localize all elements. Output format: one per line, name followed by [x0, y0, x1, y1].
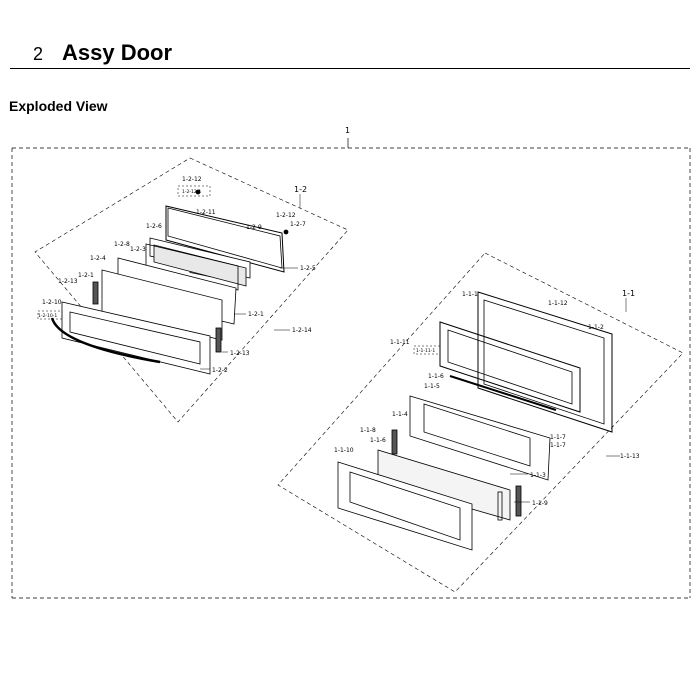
label-upper-door-assy: 1-2 — [294, 185, 307, 194]
label-1-2-4: 1-2-4 — [90, 255, 106, 262]
label-1-1-6-a: 1-1-6 — [428, 373, 444, 380]
leader-lines — [37, 185, 627, 503]
upper-outer-door — [61, 301, 211, 375]
label-1-2-5: 1-2-5 — [300, 265, 316, 272]
label-1-1-12: 1-1-12 — [548, 300, 568, 307]
label-1-2-12-top: 1-2-12 — [182, 176, 202, 183]
label-1-2-1-b: 1-2-1 — [248, 311, 264, 318]
label-assembly: 1 — [345, 126, 350, 135]
label-1-1-13: 1-1-13 — [620, 453, 640, 460]
lower-door-parts — [337, 291, 613, 551]
lower-outer-door — [337, 461, 473, 551]
assembly-frame — [11, 138, 691, 599]
label-1-2-6-a: 1-2-6 — [146, 223, 162, 230]
label-1-2-7: 1-2-7 — [290, 221, 306, 228]
label-1-2-11: 1-2-11 — [196, 209, 216, 216]
label-1-1-10: 1-1-10 — [334, 447, 354, 454]
label-1-1-6-b: 1-1-6 — [370, 437, 386, 444]
upper-door-parts — [50, 189, 289, 375]
label-lower-door-assy: 1-1 — [622, 289, 635, 298]
label-1-2-1-a: 1-2-1 — [78, 272, 94, 279]
label-1-1-7-a: 1-1-7 — [550, 434, 566, 441]
label-1-1-1: 1-1-1 — [462, 291, 478, 298]
section-title: Assy Door — [62, 40, 173, 65]
label-1-2-9: 1-2-9 — [246, 224, 262, 231]
label-1-2-10-1: 1-2-10-1 — [38, 313, 57, 319]
header-rule — [10, 68, 690, 69]
label-1-2-13-a: 1-2-13 — [58, 278, 78, 285]
label-1-2-13-b: 1-2-13 — [230, 350, 250, 357]
upper-door-handle — [50, 317, 161, 364]
label-1-1-11-1: 1-1-11-1 — [416, 348, 435, 354]
label-1-2-12-1: 1-2-12-1 — [182, 189, 201, 195]
label-1-2-12-b: 1-2-12 — [276, 212, 296, 219]
label-1-1-2: 1-1-2 — [588, 324, 604, 331]
label-1-1-9: 1-1-9 — [532, 500, 548, 507]
section-number: 2 — [33, 44, 44, 64]
exploded-view-title: Exploded View — [9, 98, 108, 114]
label-1-1-7-b: 1-1-7 — [550, 442, 566, 449]
label-1-2-10: 1-2-10 — [42, 299, 62, 306]
label-1-2-8: 1-2-8 — [114, 241, 130, 248]
lower-glass-panel — [377, 449, 511, 521]
label-1-2-2: 1-2-2 — [212, 367, 228, 374]
label-1-1-8: 1-1-8 — [360, 427, 376, 434]
label-1-1-3: 1-1-3 — [530, 472, 546, 479]
lower-door-group-outline — [277, 252, 684, 593]
lower-back-frame — [477, 291, 613, 433]
label-1-1-5: 1-1-5 — [424, 383, 440, 390]
label-1-1-4: 1-1-4 — [392, 411, 408, 418]
label-1-2-14: 1-2-14 — [292, 327, 312, 334]
upper-door-group-outline — [34, 157, 349, 423]
label-1-2-3: 1-2-3 — [130, 246, 146, 253]
lower-inner-door — [409, 395, 551, 481]
label-1-1-11: 1-1-11 — [390, 339, 410, 346]
